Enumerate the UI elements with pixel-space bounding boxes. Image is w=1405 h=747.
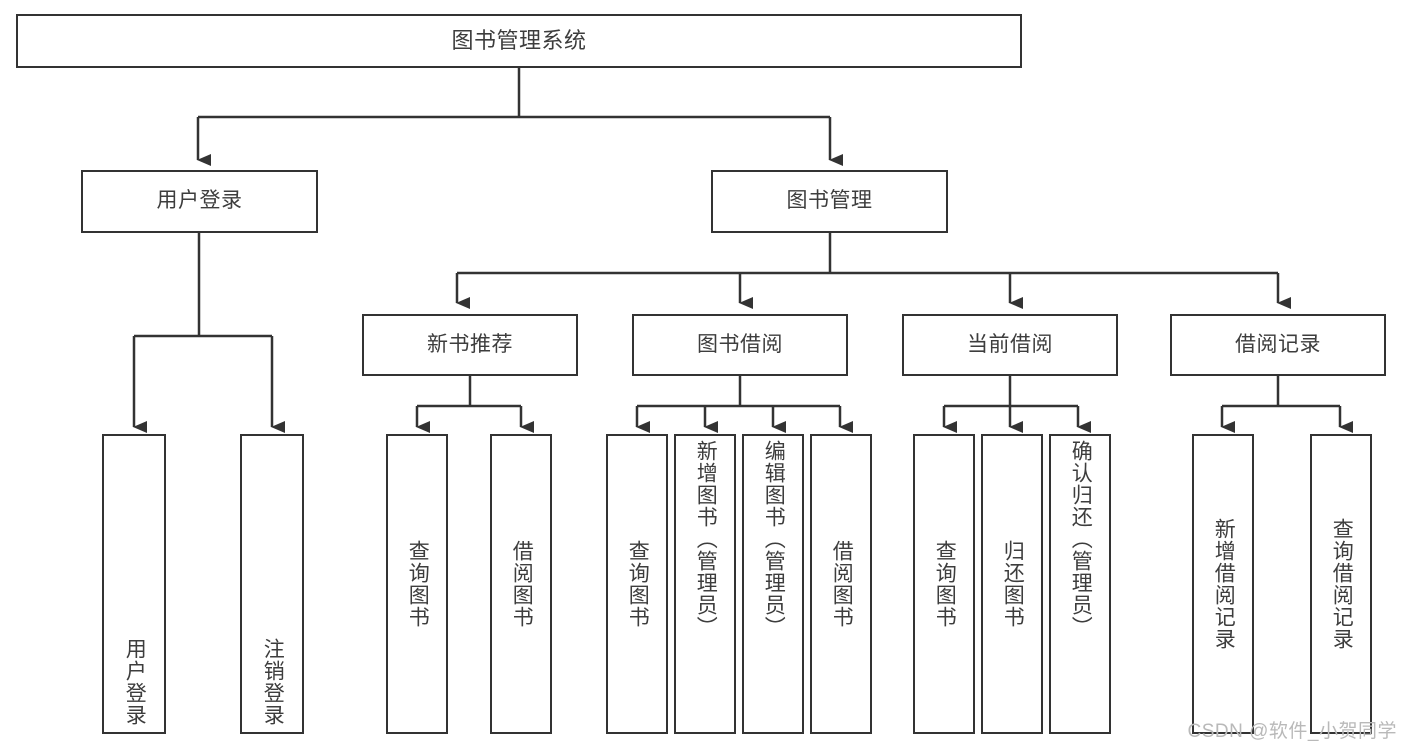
node-label: 图书管理 — [786, 189, 873, 213]
node-label: 图书借阅 — [697, 332, 783, 356]
node-label: 新书推荐 — [427, 332, 513, 356]
node-label: 用户登录 — [123, 638, 147, 726]
node-label: 编辑图书（管理员） — [762, 440, 786, 638]
node-user-login[interactable]: 用户登录 — [81, 170, 318, 233]
leaf-query-books-borrowing[interactable]: 查询图书 — [606, 434, 668, 734]
node-label: 借阅图书 — [510, 540, 534, 628]
node-new-book-recommendation[interactable]: 新书推荐 — [362, 314, 578, 376]
leaf-add-book-admin[interactable]: 新增图书（管理员） — [674, 434, 736, 734]
node-label: 查询图书 — [406, 540, 430, 628]
leaf-query-borrowing-record[interactable]: 查询借阅记录 — [1310, 434, 1372, 734]
node-label: 借阅记录 — [1235, 332, 1321, 356]
node-label: 查询图书 — [626, 540, 650, 628]
node-book-borrowing[interactable]: 图书借阅 — [632, 314, 848, 376]
leaf-user-login[interactable]: 用户登录 — [102, 434, 166, 734]
node-book-management[interactable]: 图书管理 — [711, 170, 948, 233]
node-label: 用户登录 — [156, 189, 243, 213]
node-label: 新增借阅记录 — [1212, 518, 1236, 650]
node-current-borrowing[interactable]: 当前借阅 — [902, 314, 1118, 376]
node-label: 确认归还（管理员） — [1069, 440, 1093, 638]
leaf-return-books[interactable]: 归还图书 — [981, 434, 1043, 734]
leaf-add-borrowing-record[interactable]: 新增借阅记录 — [1192, 434, 1254, 734]
leaf-borrow-books-borrowing[interactable]: 借阅图书 — [810, 434, 872, 734]
leaf-edit-book-admin[interactable]: 编辑图书（管理员） — [742, 434, 804, 734]
leaf-borrow-books-new-book[interactable]: 借阅图书 — [490, 434, 552, 734]
leaf-query-books-current[interactable]: 查询图书 — [913, 434, 975, 734]
node-label: 图书管理系统 — [451, 28, 587, 54]
node-label: 查询图书 — [933, 540, 957, 628]
node-label: 归还图书 — [1001, 540, 1025, 628]
node-label: 借阅图书 — [830, 540, 854, 628]
node-label: 当前借阅 — [967, 332, 1053, 356]
node-root-book-management-system[interactable]: 图书管理系统 — [16, 14, 1022, 68]
node-label: 注销登录 — [261, 638, 285, 726]
leaf-query-books-new-book[interactable]: 查询图书 — [386, 434, 448, 734]
leaf-confirm-return-admin[interactable]: 确认归还（管理员） — [1049, 434, 1111, 734]
node-borrowing-records[interactable]: 借阅记录 — [1170, 314, 1386, 376]
node-label: 新增图书（管理员） — [694, 440, 718, 638]
leaf-logout[interactable]: 注销登录 — [240, 434, 304, 734]
node-label: 查询借阅记录 — [1330, 518, 1354, 650]
